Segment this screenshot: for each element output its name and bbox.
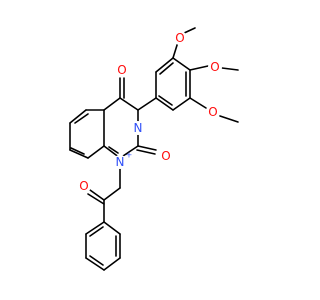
- bond: [103, 187, 121, 201]
- atom-layer: O N O N + O O O O: [77, 31, 222, 193]
- oxygen-atom-ketone: O: [117, 63, 126, 77]
- bond: [221, 67, 239, 71]
- bond: [70, 147, 85, 155]
- bond: [85, 221, 105, 235]
- bond: [159, 62, 174, 75]
- bond: [89, 255, 104, 266]
- bond: [85, 257, 105, 271]
- bond: [87, 193, 105, 205]
- bond: [158, 95, 173, 106]
- oxygen-atom-phenacyl: O: [79, 179, 88, 193]
- bond: [103, 97, 121, 111]
- bond: [172, 97, 191, 111]
- oxygen-atom-methoxy-middle: O: [210, 60, 219, 74]
- bond: [172, 57, 191, 71]
- bond: [89, 189, 105, 201]
- bond: [137, 97, 157, 111]
- bond: [189, 97, 207, 109]
- bond: [87, 145, 105, 159]
- bond: [69, 149, 89, 159]
- bond: [155, 97, 174, 111]
- bond: [74, 113, 89, 124]
- bond: [69, 109, 87, 124]
- bond: [89, 226, 104, 237]
- oxygen-atom-methoxy-top: O: [175, 31, 184, 45]
- molecule-canvas: O N O N + O O O O: [69, 27, 239, 271]
- bond: [189, 65, 209, 71]
- bond: [172, 41, 179, 59]
- bond: [119, 97, 139, 111]
- bond: [136, 149, 156, 155]
- positive-charge: +: [126, 151, 133, 160]
- oxygen-atom-c2: O: [161, 149, 170, 163]
- bond: [108, 146, 119, 154]
- bond: [155, 57, 174, 73]
- bond: [103, 221, 121, 235]
- oxygen-atom-methoxy-bottom: O: [208, 105, 217, 119]
- nitrogen-atom-n1: N: [116, 155, 125, 169]
- molecule-structure: O N O N + O O O O: [69, 27, 239, 271]
- nitrogen-atom-n3: N: [134, 121, 143, 135]
- bond: [137, 145, 157, 151]
- bond: [103, 257, 121, 271]
- bond: [219, 115, 239, 123]
